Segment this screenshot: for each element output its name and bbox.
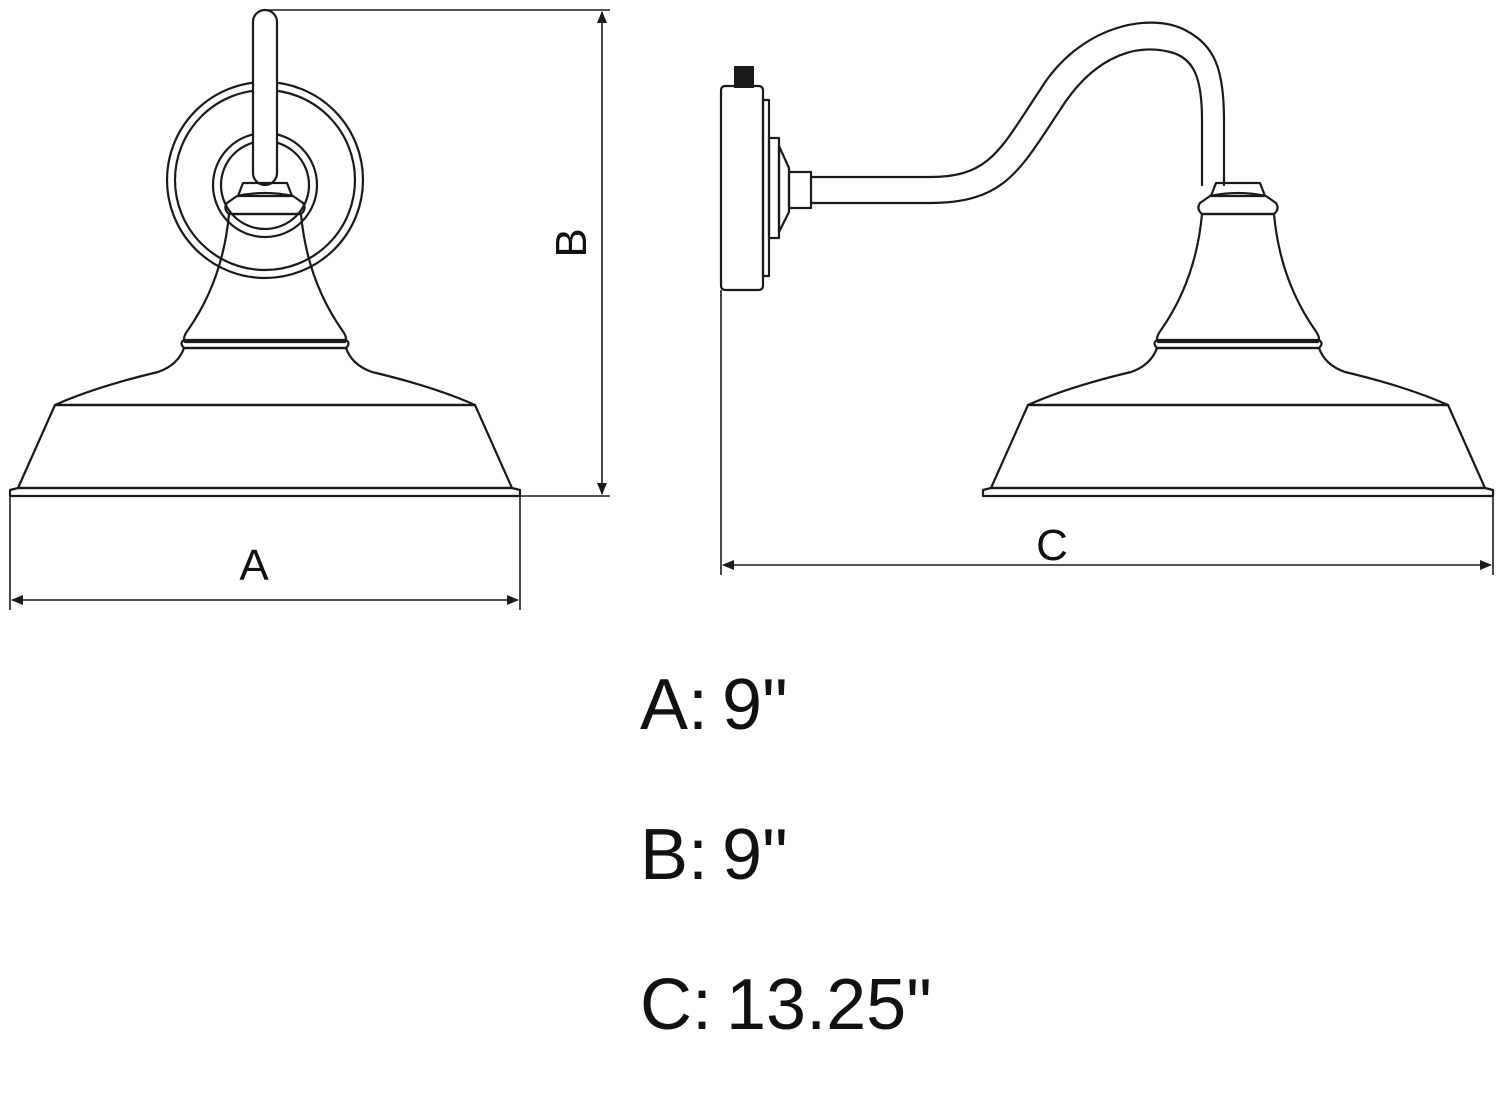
backplate-step-3 xyxy=(777,144,791,234)
dimension-value: 13.25" xyxy=(726,965,932,1045)
dimension-value: 9" xyxy=(722,815,788,895)
dimension-a: A xyxy=(9,496,521,610)
dimension-drawing: B A C xyxy=(8,8,1495,610)
side-upper-shade xyxy=(1026,346,1450,407)
backplate-step-2 xyxy=(767,136,781,240)
dimension-c: C xyxy=(720,290,1494,575)
dimension-a-label: A xyxy=(239,541,269,590)
upper-shade xyxy=(53,346,477,407)
dimension-letter: C xyxy=(640,965,692,1045)
shade-neck xyxy=(182,212,348,344)
side-top-cap xyxy=(1197,191,1279,216)
side-lower-shade xyxy=(989,403,1487,490)
dimension-row-a: A:9" xyxy=(640,665,788,745)
side-view-fixture xyxy=(719,21,1495,498)
dimension-letter: B xyxy=(640,815,689,895)
top-cap xyxy=(224,191,306,216)
lower-shade xyxy=(16,403,514,490)
dimension-b: B xyxy=(265,9,610,497)
vertical-arm xyxy=(251,8,279,187)
dimension-list: A:9" B:9" C:13.25" xyxy=(640,655,1240,1105)
dimension-c-label: C xyxy=(1036,521,1068,570)
dimension-value: 9" xyxy=(722,665,788,745)
side-shade-rim xyxy=(981,486,1495,498)
side-backplate xyxy=(719,84,765,292)
dimension-row-b: B:9" xyxy=(640,815,788,895)
side-shade-neck xyxy=(1155,212,1321,344)
gooseneck-arm xyxy=(809,21,1226,187)
dimension-row-c: C:13.25" xyxy=(640,965,932,1045)
dimension-b-label: B xyxy=(547,228,596,257)
front-view-fixture xyxy=(8,8,522,498)
mounting-knob xyxy=(734,66,754,88)
shade-rim xyxy=(8,486,522,498)
arm-coupling xyxy=(787,170,813,210)
dimension-letter: A xyxy=(640,665,689,745)
